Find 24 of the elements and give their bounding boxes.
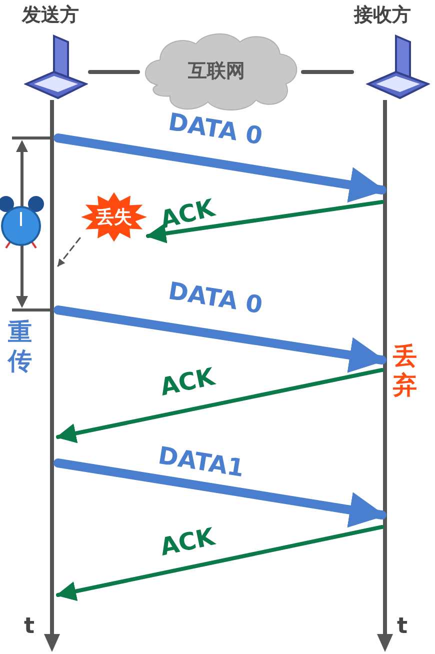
arrow [54, 306, 386, 373]
loss-label: 丢失 [96, 206, 132, 229]
node-title: 接收方 [354, 3, 411, 28]
edge-label: DATA 0 [166, 108, 264, 150]
retransmit-label: 重传 [8, 318, 33, 376]
edge-label: ACK [158, 362, 218, 402]
cloud-label: 互联网 [188, 59, 245, 84]
arrow [56, 525, 384, 602]
connector-line [301, 70, 354, 74]
edge-label: DATA1 [156, 441, 246, 483]
edge-label: ACK [157, 194, 218, 234]
loss-burst [80, 192, 148, 242]
arrow [54, 458, 386, 528]
dashed-arrow [57, 237, 81, 267]
arrow [56, 368, 384, 444]
time-label: t [24, 614, 35, 639]
arrow [146, 200, 384, 244]
node-title: 发送方 [22, 3, 79, 28]
time-label: t [397, 614, 408, 639]
discard-label: 丢弃 [393, 342, 418, 400]
arrow [54, 134, 386, 203]
connector-line [88, 70, 140, 74]
edge-label: ACK [158, 522, 218, 562]
edge-label: DATA 0 [166, 276, 264, 320]
